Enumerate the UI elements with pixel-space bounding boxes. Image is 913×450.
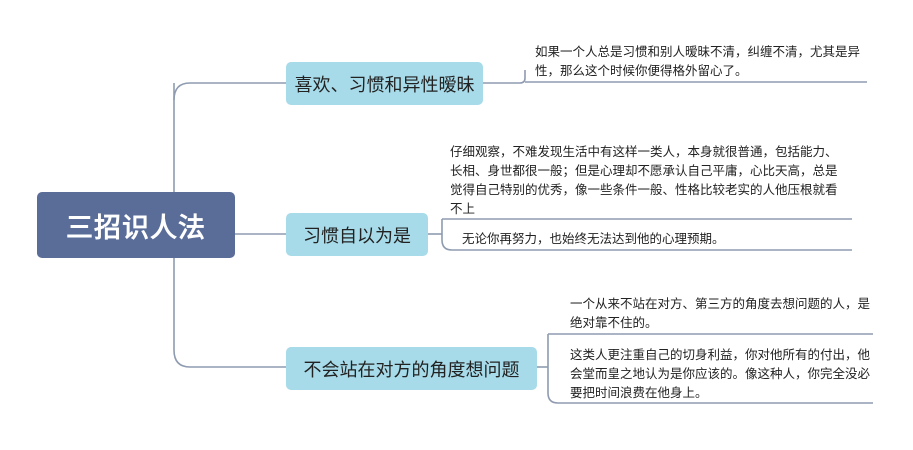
note-perspective-unreliable: 一个从来不站在对方、第三方的角度去想问题的人，是绝对靠不住的。 <box>570 296 871 330</box>
note-perspective-self-interest: 这类人更注重自己的切身利益，你对他所有的付出，他会堂而皇之地认为是你应该的。像这… <box>570 347 871 400</box>
branch-node-flirting: 喜欢、习惯和异性暧昧 <box>286 62 483 105</box>
branch-node-perspective: 不会站在对方的角度想问题 <box>286 347 537 390</box>
note-self-righteous-detail: 仔细观察，不难发现生活中有这样一类人，本身就很普通，包括能力、长相、身世都很一般… <box>450 144 838 216</box>
note-flirting: 如果一个人总是习惯和别人暧昧不清，纠缠不清，尤其是异性，那么这个时候你便得格外留… <box>535 44 861 78</box>
branch-node-self-righteous: 习惯自以为是 <box>286 213 428 256</box>
root-node: 三招识人法 <box>37 192 235 258</box>
note-self-righteous-expectation: 无论你再努力，也始终无法达到他的心理预期。 <box>462 231 725 246</box>
